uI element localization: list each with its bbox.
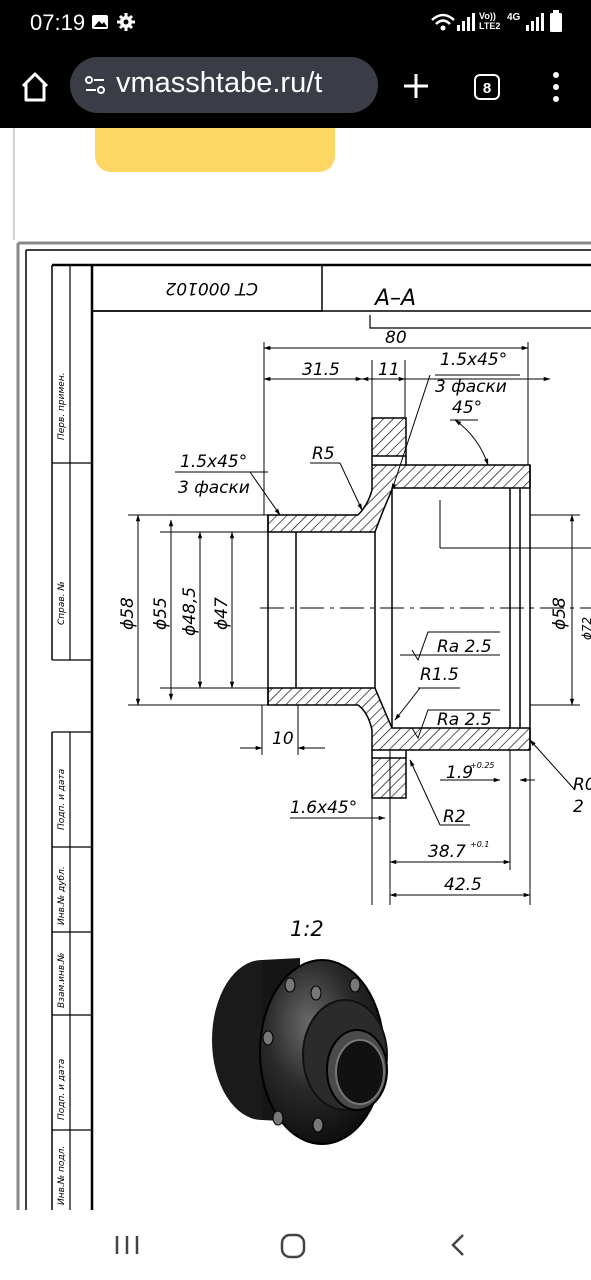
dim-chamfer-left: 1.5x45° bbox=[180, 452, 247, 472]
side-stamp-6: Подп. и дата bbox=[57, 1059, 67, 1120]
site-settings-icon[interactable] bbox=[84, 74, 106, 96]
side-stamp-1: Перв. примен. bbox=[57, 372, 67, 440]
dim-r1-5: R1.5 bbox=[420, 665, 459, 685]
status-time: 07:19 bbox=[30, 10, 86, 35]
tab-switcher-button[interactable]: 8 bbox=[474, 74, 500, 100]
dim-chamfer-left-note: 3 фаски bbox=[178, 478, 250, 498]
dim-phi72: ϕ72 bbox=[580, 617, 591, 640]
ra-2-5-b: Ra 2.5 bbox=[437, 710, 492, 730]
address-bar[interactable]: vmasshtabe.ru/t bbox=[70, 57, 378, 113]
dim-phi55: ϕ55 bbox=[151, 597, 171, 630]
dim-chamfer-bottom: 1.6x45° bbox=[290, 798, 357, 818]
dim-chamfer-top: 1.5x45° bbox=[440, 350, 507, 370]
system-nav-bar bbox=[0, 1210, 591, 1280]
dim-phi48-5: ϕ48,5 bbox=[180, 587, 200, 636]
status-bar: 07:19 Vo)) LTE2 4G bbox=[0, 0, 591, 46]
section-label: A–A bbox=[373, 286, 416, 311]
side-stamp-5: Взам.инв.№ bbox=[57, 953, 67, 1008]
side-stamp-4: Инв.№ дубл. bbox=[57, 866, 67, 925]
dim-chamfer-top-note: 3 фаски bbox=[435, 377, 507, 397]
wifi-icon bbox=[431, 13, 455, 31]
side-stamp-2: Справ. № bbox=[57, 581, 67, 625]
dim-38-7-tol: +0.1 bbox=[470, 840, 489, 849]
dim-r0: R0 bbox=[573, 775, 591, 795]
recent-apps-icon[interactable] bbox=[114, 1234, 140, 1256]
dim-1-9-tol: +0.25 bbox=[470, 761, 495, 770]
signal-icon bbox=[457, 13, 475, 31]
dim-r5: R5 bbox=[312, 444, 335, 464]
dim-phi58-right: ϕ58 bbox=[550, 597, 570, 630]
new-tab-icon[interactable] bbox=[400, 70, 432, 102]
part-section-upper bbox=[267, 417, 531, 533]
dim-r2: R2 bbox=[443, 807, 466, 827]
dim-45deg: 45° bbox=[452, 398, 482, 418]
dim-phi47: ϕ47 bbox=[212, 597, 232, 630]
home-icon[interactable] bbox=[18, 70, 52, 104]
scale-label: 1:2 bbox=[290, 917, 324, 941]
dim-38-7: 38.7 bbox=[428, 842, 466, 862]
dim-80: 80 bbox=[385, 328, 407, 348]
volte-label: Vo)) LTE2 bbox=[479, 11, 501, 31]
home-button-icon[interactable] bbox=[280, 1233, 306, 1259]
signal-icon bbox=[526, 13, 544, 31]
part-3d-render bbox=[212, 958, 388, 1145]
dim-31-5: 31.5 bbox=[302, 360, 340, 380]
dim-10: 10 bbox=[272, 729, 294, 749]
dim-1-9: 1.9 bbox=[446, 763, 473, 783]
image-icon bbox=[92, 15, 108, 29]
side-stamp-3: Подп. и дата bbox=[57, 769, 67, 830]
battery-icon bbox=[550, 10, 562, 32]
settings-gear-icon bbox=[117, 13, 135, 31]
dim-11: 11 bbox=[378, 360, 400, 380]
page-content: Перв. примен. Справ. № Подп. и дата Инв.… bbox=[0, 128, 591, 1210]
ra-2-5-a: Ra 2.5 bbox=[437, 637, 492, 657]
network-label: 4G bbox=[507, 12, 521, 23]
side-stamp-7: Инв.№ подл. bbox=[57, 1146, 67, 1205]
stamp-code: CT 000102 bbox=[165, 278, 258, 298]
part-section-lower bbox=[267, 687, 531, 799]
back-icon[interactable] bbox=[448, 1232, 468, 1258]
url-text: vmasshtabe.ru/t bbox=[116, 67, 323, 99]
dim-42-5: 42.5 bbox=[444, 875, 482, 895]
dim-r0-2: 2 bbox=[573, 797, 584, 817]
more-menu-icon[interactable] bbox=[548, 70, 564, 104]
technical-drawing: Перв. примен. Справ. № Подп. и дата Инв.… bbox=[13, 128, 591, 1210]
browser-toolbar: vmasshtabe.ru/t 8 bbox=[0, 46, 591, 128]
dim-phi58-left: ϕ58 bbox=[118, 597, 138, 630]
